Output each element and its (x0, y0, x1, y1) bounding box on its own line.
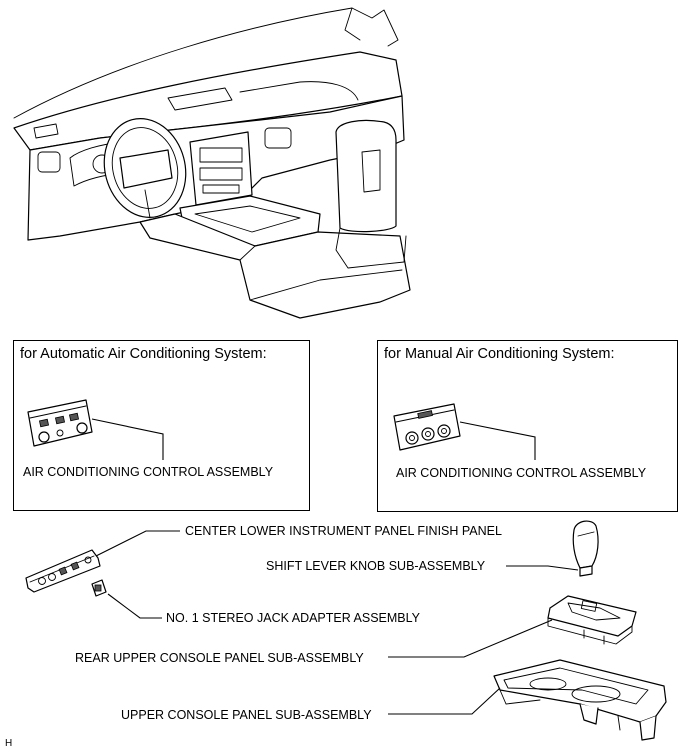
manual-ac-box-title: for Manual Air Conditioning System: (384, 346, 615, 362)
stereo-jack-label: NO. 1 STEREO JACK ADAPTER ASSEMBLY (166, 611, 421, 625)
footer-mark: H (5, 738, 13, 749)
automatic-ac-leader-line (91, 418, 164, 460)
automatic-ac-control-unit-icon (27, 399, 93, 447)
manual-ac-part-label: AIR CONDITIONING CONTROL ASSEMBLY (396, 466, 647, 480)
stereo-jack-icon (91, 579, 107, 597)
automatic-ac-box-title: for Automatic Air Conditioning System: (20, 346, 267, 362)
dashboard-illustration (13, 7, 411, 319)
shift-knob-label: SHIFT LEVER KNOB SUB-ASSEMBLY (266, 559, 486, 573)
upper-console-icon (493, 659, 667, 741)
stereo-jack-leader-line (107, 593, 162, 619)
manual-ac-control-unit-icon (393, 403, 461, 451)
center-lower-panel-label: CENTER LOWER INSTRUMENT PANEL FINISH PAN… (185, 524, 502, 538)
upper-console-label: UPPER CONSOLE PANEL SUB-ASSEMBLY (121, 708, 372, 722)
rear-upper-console-label: REAR UPPER CONSOLE PANEL SUB-ASSEMBLY (75, 651, 364, 665)
upper-console-leader-line (388, 687, 501, 715)
center-lower-panel-icon (25, 549, 101, 593)
rear-upper-console-icon (547, 595, 637, 645)
automatic-ac-part-label: AIR CONDITIONING CONTROL ASSEMBLY (23, 465, 274, 479)
manual-ac-leader-line (459, 421, 536, 460)
center-lower-panel-leader-line (95, 530, 180, 557)
shift-knob-leader-line (506, 565, 579, 571)
rear-upper-console-leader-line (388, 619, 553, 658)
shift-knob-icon (572, 520, 599, 577)
